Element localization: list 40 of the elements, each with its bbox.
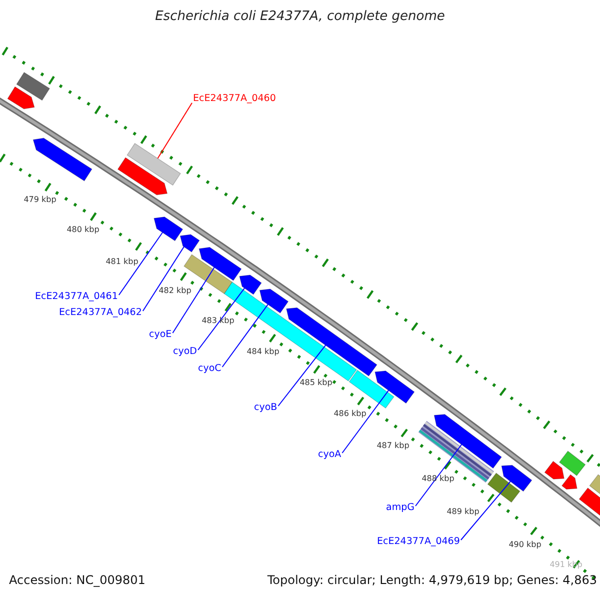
gene-label: ampG <box>386 503 414 514</box>
tick-label: 480 kbp <box>66 225 100 235</box>
leader-line <box>222 304 268 368</box>
leader-line <box>460 480 511 540</box>
tick-label: 487 kbp <box>376 441 410 451</box>
leader-line <box>278 344 326 406</box>
leader-line <box>118 232 163 296</box>
gene-label: EcE24377A_0462 <box>59 308 142 319</box>
gene-feature <box>286 307 378 376</box>
tick-label: 489 kbp <box>446 507 480 517</box>
gene-label: cyoE <box>149 330 172 341</box>
leader-line <box>415 444 462 506</box>
gene-label: EcE24377A_0461 <box>35 292 118 303</box>
accession-text: Accession: NC_009801 <box>9 574 146 588</box>
gene-label: cyoD <box>173 347 197 358</box>
gene-label: cyoB <box>254 403 278 414</box>
leader-line <box>342 390 389 454</box>
tick-label: 483 kbp <box>202 316 234 326</box>
feature-bar <box>126 142 181 186</box>
gene-feature <box>501 464 532 492</box>
tick-label: 485 kbp <box>300 378 332 388</box>
gene-label: cyoC <box>198 364 222 375</box>
gene-feature <box>154 216 184 242</box>
leader-line <box>142 246 184 312</box>
leader-line <box>198 288 245 350</box>
gene-feature <box>239 274 262 295</box>
gene-feature <box>434 414 502 469</box>
title: Escherichia coli E24377A, complete genome <box>154 10 446 25</box>
gene-label: EcE24377A_0469 <box>377 537 460 548</box>
summary-text: Topology: circular; Length: 4,979,619 bp; Genes: 4,863 <box>267 574 597 588</box>
gene-feature <box>259 288 289 314</box>
tick-label: 481 kbp <box>106 257 138 267</box>
gene-feature <box>374 370 415 404</box>
tick-label: 490 kbp <box>508 540 542 550</box>
leader-line <box>157 102 192 159</box>
gene-feature <box>198 246 242 281</box>
leader-line <box>172 266 215 334</box>
gene-label: cyoA <box>318 450 342 461</box>
tick-label: 479 kbp <box>24 195 56 205</box>
gene-label: EcE24377A_0460 <box>193 94 276 105</box>
